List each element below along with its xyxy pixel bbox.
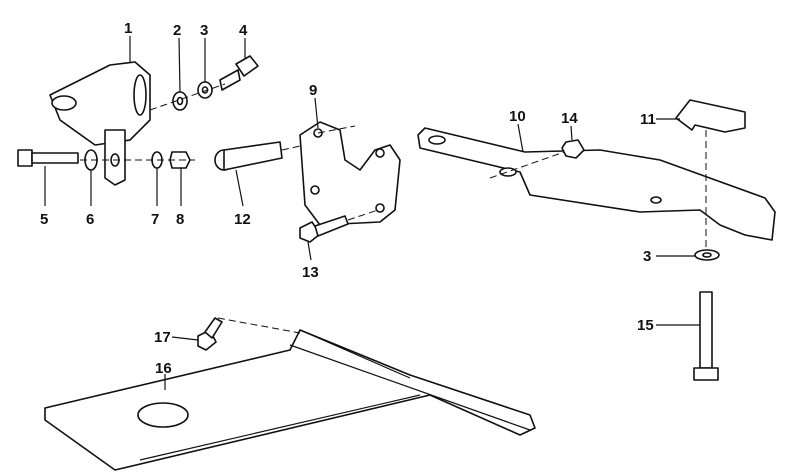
- part-13-bolt: [299, 215, 349, 243]
- callout-1: 1: [124, 20, 132, 37]
- callout-5: 5: [40, 211, 48, 228]
- part-10-support-arm: [417, 127, 776, 241]
- callout-10: 10: [509, 108, 526, 125]
- callout-2: 2: [173, 22, 181, 39]
- part-12-bolt: [214, 141, 283, 171]
- callout-13: 13: [302, 264, 319, 281]
- part-14-nut: [561, 139, 585, 159]
- callout-16: 16: [155, 360, 172, 377]
- callout-3: 3: [200, 22, 208, 39]
- part-11-rubber-pad: [675, 99, 746, 133]
- callout-4: 4: [239, 22, 248, 39]
- part-5-bolt: [17, 149, 79, 167]
- callout-15: 15: [637, 317, 654, 334]
- callout-6: 6: [86, 211, 94, 228]
- callout-7: 7: [151, 211, 159, 228]
- part-4-bolt: [219, 55, 259, 91]
- part-16-underbody-shield: [44, 329, 536, 471]
- callout-14: 14: [561, 110, 578, 127]
- part-1-bracket: [49, 61, 151, 186]
- callout-11: 11: [640, 111, 656, 128]
- part-15-bolt: [693, 291, 719, 381]
- part-3-washer-right: [694, 249, 720, 261]
- callout-3-right: 3: [643, 248, 651, 265]
- callout-17: 17: [154, 329, 171, 346]
- callout-12: 12: [234, 211, 251, 228]
- part-9-plate: [299, 121, 401, 226]
- callout-8: 8: [176, 211, 184, 228]
- leader-lines: [44, 36, 700, 390]
- callout-9: 9: [309, 82, 317, 99]
- part-17-screw: [197, 317, 223, 351]
- part-3-washer: [197, 81, 213, 99]
